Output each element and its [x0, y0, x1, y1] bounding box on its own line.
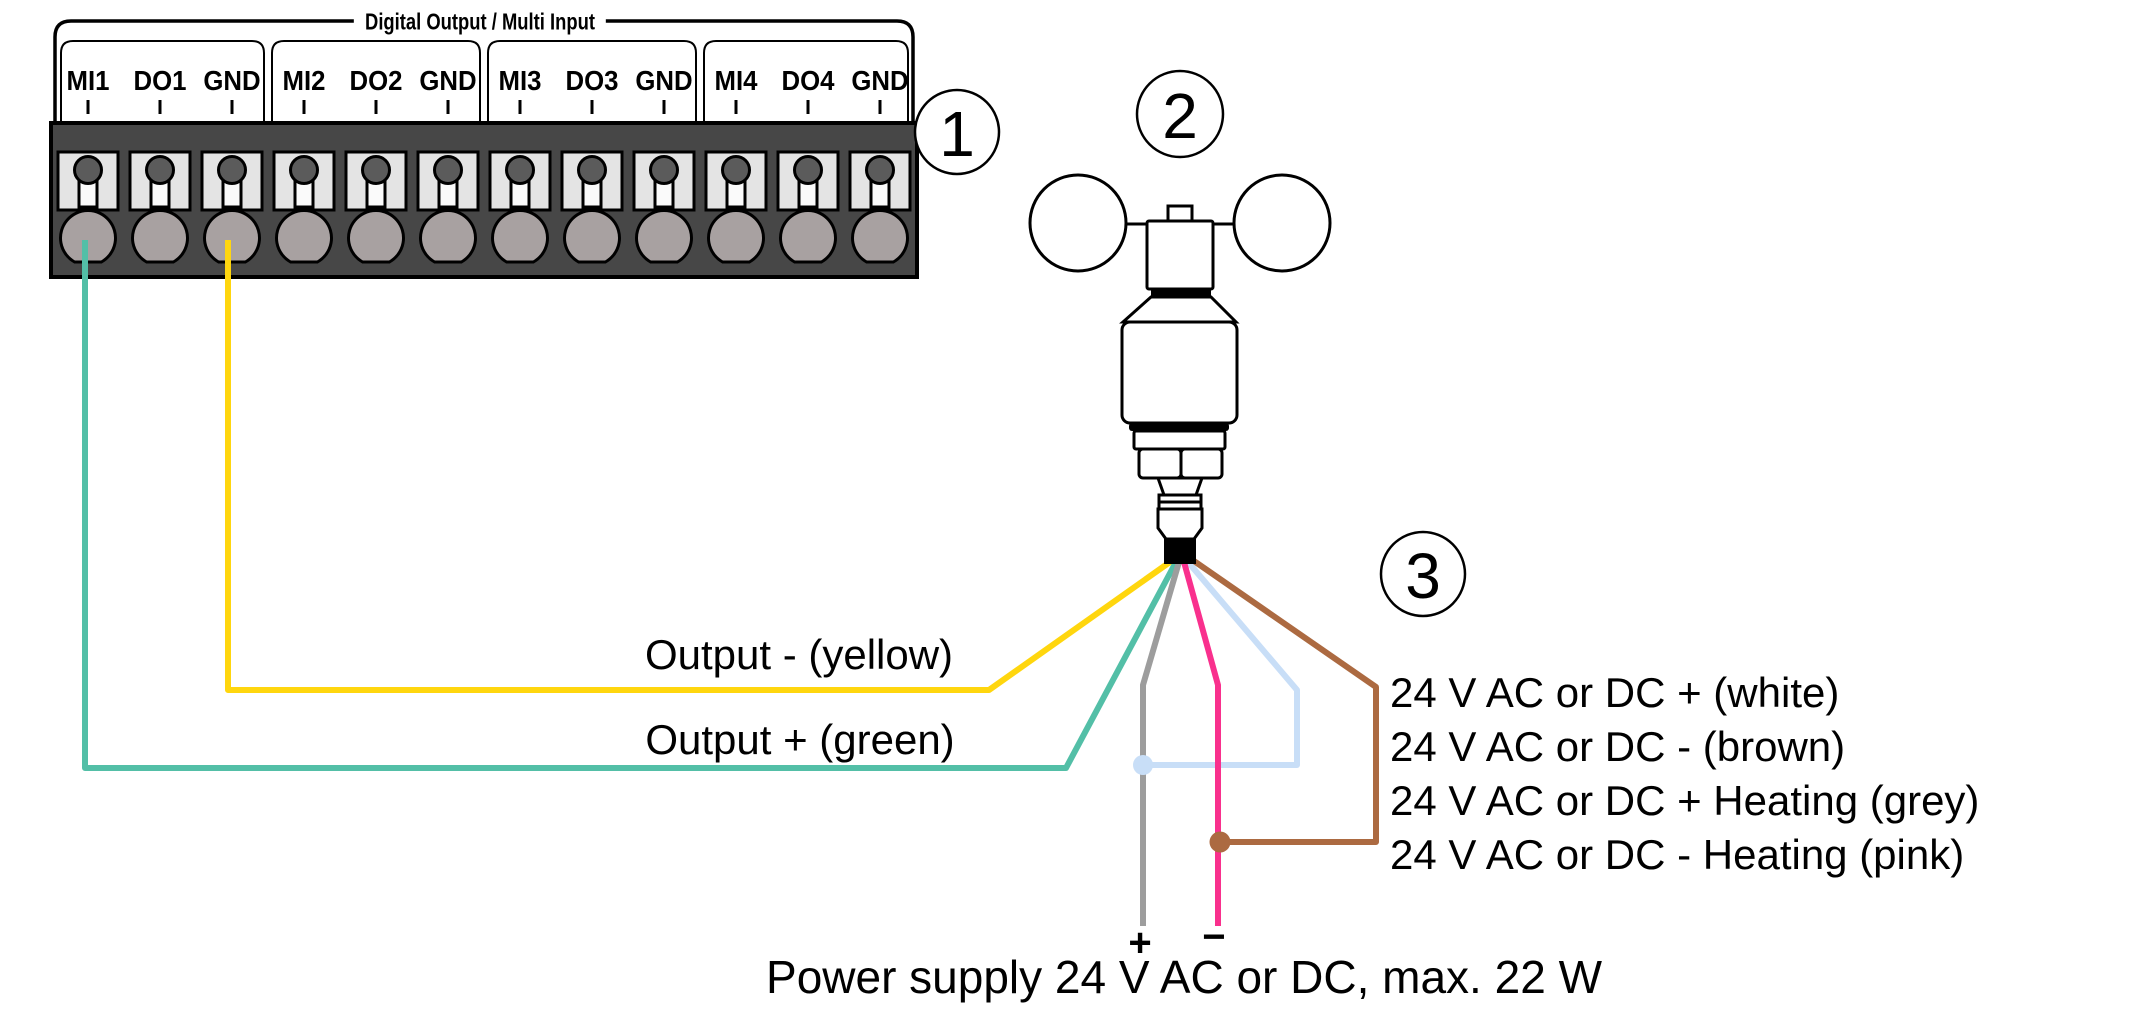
sensor-nut-left: [1137, 447, 1183, 480]
wire-green: [82, 240, 1179, 771]
terminal-block-body: [49, 121, 919, 279]
sensor-collar: [1132, 429, 1227, 451]
terminal-label-mi2: MI2: [282, 65, 326, 96]
sensor-nut-right: [1179, 447, 1224, 480]
anemometer-cup-right: [1232, 173, 1332, 273]
callout-2: 2: [1162, 80, 1198, 152]
wire-grey: [1140, 561, 1182, 926]
callout-3: 3: [1405, 540, 1441, 612]
power-minus-sign: −: [1202, 915, 1226, 959]
wire-brown: [1192, 558, 1379, 845]
terminal-label-gnd3: GND: [635, 65, 693, 96]
terminal-label-mi3: MI3: [498, 65, 542, 96]
group-bracket-2: [271, 40, 481, 123]
label-supply-minus-brown: 24 V AC or DC - (brown): [1390, 723, 1846, 770]
anemometer: [1028, 173, 1332, 564]
terminal-label-do4: DO4: [781, 65, 835, 96]
callout-1: 1: [939, 98, 975, 170]
group-bracket-1: [60, 40, 265, 123]
terminal-label-mi4: MI4: [714, 65, 758, 96]
terminal-group-title: Digital Output / Multi Input: [353, 10, 607, 34]
terminal-label-mi1: MI1: [66, 65, 110, 96]
cable-gland: [1164, 538, 1196, 564]
power-supply-label: Power supply 24 V AC or DC, max. 22 W: [766, 951, 1602, 1003]
wire-pink: [1181, 561, 1221, 926]
group-bracket-3: [487, 40, 697, 123]
terminal-label-gnd4: GND: [851, 65, 909, 96]
terminal-label-do3: DO3: [565, 65, 619, 96]
junction-dot-brown: [1209, 831, 1231, 853]
label-heating-minus-pink: 24 V AC or DC - Heating (pink): [1390, 831, 1965, 878]
junction-dot-lightblue: [1133, 755, 1153, 775]
label-output-plus: Output + (green): [645, 716, 955, 763]
sensor-ring: [1129, 423, 1229, 431]
terminal-label-do1: DO1: [133, 65, 187, 96]
sensor-body: [1120, 320, 1239, 425]
label-supply-plus-white: 24 V AC or DC + (white): [1390, 669, 1840, 716]
terminal-label-gnd1: GND: [203, 65, 261, 96]
power-plus-sign: +: [1128, 921, 1152, 965]
callout-circle-1: [913, 88, 1001, 176]
terminal-label-gnd2: GND: [419, 65, 477, 96]
callout-circle-3: [1379, 530, 1467, 618]
sensor-band: [1151, 288, 1211, 297]
sensor-taper: [1155, 476, 1205, 497]
sensor-neck: [1119, 295, 1240, 324]
wire-yellow: [225, 240, 1172, 693]
callout-circle-2: [1135, 69, 1225, 159]
anemometer-cup-left: [1028, 173, 1128, 273]
group-bracket-4: [703, 40, 909, 123]
sensor-barrel: [1156, 507, 1204, 541]
label-output-minus: Output - (yellow): [644, 631, 954, 678]
label-heating-plus-grey: 24 V AC or DC + Heating (grey): [1390, 777, 1980, 824]
sensor-head: [1145, 219, 1215, 291]
terminal-label-do2: DO2: [349, 65, 403, 96]
